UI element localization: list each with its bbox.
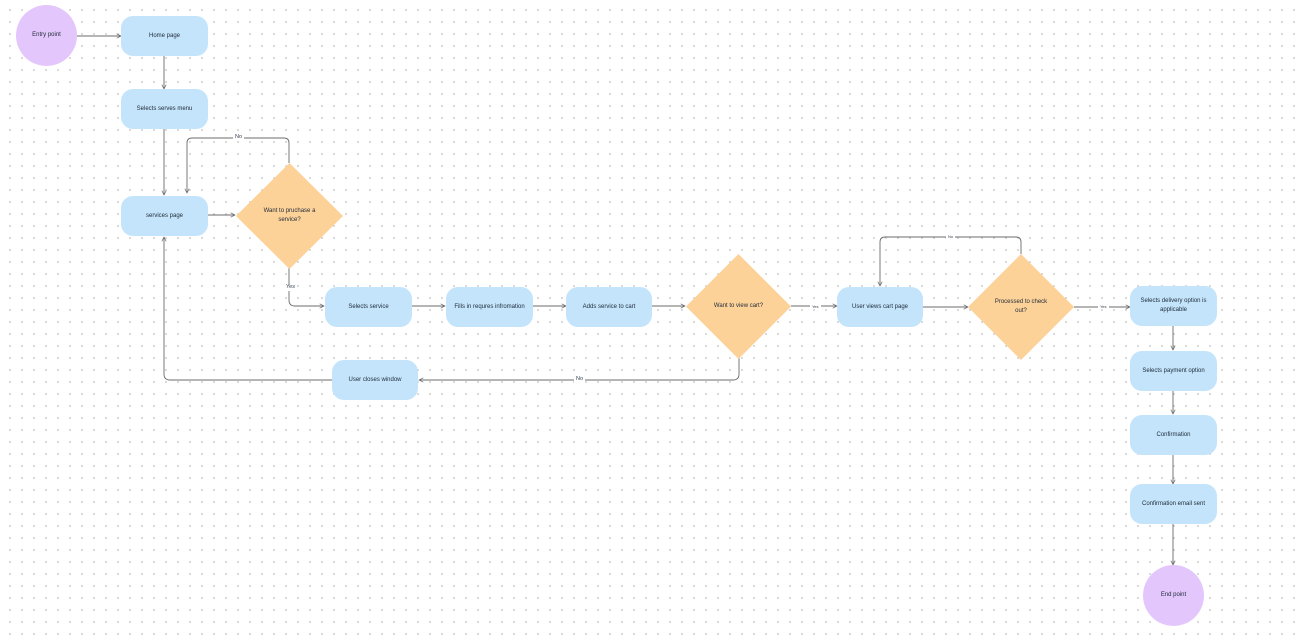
confirmation-label: Confirmation	[1156, 431, 1191, 438]
confirmation-node[interactable]: Confirmation	[1130, 415, 1217, 455]
selects-serves-menu-node[interactable]: Selects serves menu	[121, 89, 208, 129]
end-point-label: End point	[1160, 592, 1187, 599]
fills-info-node[interactable]: Fills in requres infromation	[446, 287, 533, 327]
entry-point-label: Entry point	[32, 32, 61, 39]
processed-checkout-decision[interactable]: Processed to check out?	[968, 254, 1074, 360]
home-page-label: Home page	[148, 32, 181, 39]
decision-diamond-shape	[236, 163, 343, 269]
adds-to-cart-label: Adds service to cart	[582, 303, 636, 310]
user-closes-window-node[interactable]: User closes window	[332, 360, 418, 400]
end-point-node[interactable]: End point	[1143, 565, 1204, 626]
home-page-node[interactable]: Home page	[121, 16, 208, 56]
fills-info-label: Fills in requres infromation	[454, 303, 525, 310]
selects-service-node[interactable]: Selects service	[325, 287, 412, 327]
services-page-node[interactable]: services page	[121, 196, 208, 236]
want-to-purchase-decision[interactable]: Want to pruchase a service?	[236, 163, 343, 269]
services-page-label: services page	[145, 212, 184, 219]
confirmation-email-label: Confirmation email sent	[1141, 500, 1206, 507]
edge-view-cart-no	[419, 358, 740, 380]
edge-label-view-cart-yes: Yes	[810, 304, 821, 309]
selects-delivery-label: Selects delivery option is applicable	[1140, 298, 1207, 313]
selects-serves-menu-label: Selects serves menu	[136, 105, 193, 112]
selects-payment-label: Selects payment option	[1142, 367, 1205, 374]
confirmation-email-node[interactable]: Confirmation email sent	[1130, 484, 1217, 524]
want-to-purchase-label: Want to pruchase a service?	[263, 208, 316, 223]
edge-label-view-cart-no: No	[574, 376, 586, 383]
user-closes-window-label: User closes window	[348, 376, 402, 383]
user-views-cart-label: User views cart page	[851, 303, 909, 310]
edge-purchase-yes	[288, 268, 324, 306]
edge-closes-to-services	[164, 237, 332, 381]
processed-checkout-label: Processed to check out?	[994, 299, 1048, 314]
selects-service-label: Selects service	[348, 303, 389, 310]
decision-diamond-shape	[686, 254, 791, 359]
edge-label-checkout-no: No	[946, 234, 956, 239]
decision-diamond-shape	[968, 254, 1074, 360]
want-view-cart-decision[interactable]: Want to view cart?	[686, 254, 791, 359]
selects-payment-node[interactable]: Selects payment option	[1130, 351, 1217, 391]
edge-label-purchase-no: No	[233, 134, 245, 141]
want-view-cart-label: Want to view cart?	[713, 303, 764, 309]
selects-delivery-node[interactable]: Selects delivery option is applicable	[1130, 286, 1217, 326]
edge-label-checkout-yes: Yes	[1098, 304, 1109, 309]
user-views-cart-node[interactable]: User views cart page	[837, 287, 923, 327]
entry-point-node[interactable]: Entry point	[16, 5, 77, 66]
adds-to-cart-node[interactable]: Adds service to cart	[566, 287, 652, 327]
edge-label-purchase-yes: Yes	[284, 284, 297, 291]
